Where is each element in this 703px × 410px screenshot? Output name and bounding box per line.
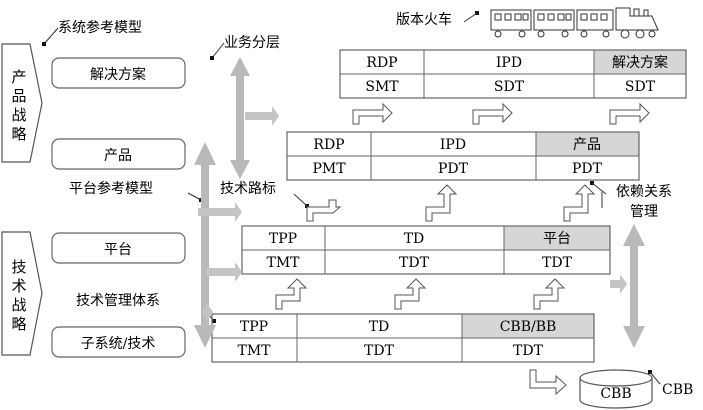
svg-text:版本火车: 版本火车 bbox=[396, 11, 452, 28]
table-cell: IPD bbox=[496, 55, 522, 71]
svg-text:产品: 产品 bbox=[104, 148, 132, 164]
svg-text:系统参考模型: 系统参考模型 bbox=[58, 19, 142, 36]
small-elbow-arrows bbox=[275, 102, 650, 396]
arrow-right bbox=[206, 262, 242, 282]
version-train-callout: 版本火车 bbox=[396, 11, 479, 28]
side-char: 战 bbox=[11, 106, 26, 124]
svg-text:CBB: CBB bbox=[662, 382, 693, 398]
elbow-arrow bbox=[425, 184, 458, 222]
table-cell: CBB/BB bbox=[500, 319, 557, 335]
side-char: 战 bbox=[11, 296, 26, 314]
elbow-arrow bbox=[352, 102, 393, 125]
table-cell: RDP bbox=[313, 137, 344, 153]
tech-strategy-chevron: 技 术 战 略 bbox=[1, 231, 43, 356]
side-char: 产 bbox=[11, 68, 26, 86]
elbow-arrow bbox=[563, 184, 596, 222]
side-char: 术 bbox=[11, 277, 26, 295]
business-layer-callout: 业务分层 bbox=[210, 35, 280, 60]
table-cell: TDT bbox=[364, 343, 395, 359]
elbow-arrow bbox=[394, 278, 427, 310]
svg-text:平台参考模型: 平台参考模型 bbox=[69, 180, 153, 197]
tech-mgmt-callout: 技术管理体系 bbox=[76, 293, 216, 323]
platform-model-callout: 平台参考模型 bbox=[69, 180, 203, 202]
solution-box: 解决方案 bbox=[51, 57, 186, 89]
table-cell: TPP bbox=[269, 231, 297, 247]
table-cell: TDT bbox=[542, 255, 573, 271]
train-icon bbox=[490, 7, 659, 39]
platform-box: 平台 bbox=[51, 232, 186, 264]
table-cell: TMT bbox=[237, 343, 271, 359]
elbow-arrow bbox=[275, 278, 308, 310]
table-cell: TDT bbox=[399, 255, 430, 271]
tier-product-table: RDP IPD 产品 PMT PDT PDT bbox=[286, 131, 640, 181]
elbow-arrow bbox=[609, 102, 650, 125]
table-cell: SDT bbox=[494, 79, 525, 95]
arrow-right bbox=[610, 274, 627, 294]
side-char: 略 bbox=[11, 315, 26, 333]
cbb-callout: CBB bbox=[648, 370, 693, 398]
product-strategy-chevron: 产 品 战 略 bbox=[1, 43, 43, 163]
table-cell: SDT bbox=[625, 79, 656, 95]
svg-text:业务分层: 业务分层 bbox=[224, 35, 280, 51]
side-char: 技 bbox=[11, 258, 26, 276]
svg-text:平台: 平台 bbox=[104, 242, 132, 258]
dependency-callout: 依赖关系 管理 bbox=[590, 181, 672, 220]
cbb-database-icon: CBB bbox=[579, 369, 653, 409]
elbow-arrow bbox=[533, 278, 566, 310]
elbow-arrow bbox=[529, 369, 567, 396]
svg-text:管理: 管理 bbox=[630, 204, 658, 220]
table-cell: PMT bbox=[312, 161, 346, 177]
table-cell: 产品 bbox=[573, 137, 601, 153]
table-cell: TMT bbox=[266, 255, 300, 271]
svg-text:技术路标: 技术路标 bbox=[220, 181, 276, 197]
table-cell: RDP bbox=[366, 55, 397, 71]
svg-text:技术管理体系: 技术管理体系 bbox=[76, 293, 160, 309]
table-cell: TDT bbox=[513, 343, 544, 359]
arrow-right bbox=[245, 106, 279, 126]
arrow-right bbox=[203, 302, 213, 322]
product-box: 产品 bbox=[51, 138, 186, 170]
table-cell: SMT bbox=[365, 79, 399, 95]
table-cell: PDT bbox=[438, 161, 469, 177]
subsystem-box: 子系统/技术 bbox=[51, 326, 186, 358]
tier-solution-table: RDP IPD 解决方案 SMT SDT SDT bbox=[339, 49, 687, 99]
side-char: 品 bbox=[11, 87, 26, 105]
dependency-arrow bbox=[623, 224, 645, 348]
svg-text:CBB: CBB bbox=[600, 386, 631, 402]
side-char: 略 bbox=[11, 125, 26, 143]
table-cell: TD bbox=[369, 319, 390, 335]
tech-roadmap-callout: 技术路标 bbox=[220, 181, 309, 208]
table-cell: TPP bbox=[240, 319, 268, 335]
elbow-arrow bbox=[472, 102, 513, 125]
table-cell: 平台 bbox=[543, 231, 571, 247]
tier-cbb-table: TPP TD CBB/BB TMT TDT TDT bbox=[211, 313, 595, 363]
table-cell: IPD bbox=[440, 137, 466, 153]
tier-platform-table: TPP TD 平台 TMT TDT TDT bbox=[241, 225, 611, 275]
horizontal-arrows bbox=[198, 106, 627, 322]
platform-tier-arrow bbox=[194, 142, 216, 348]
svg-text:子系统/技术: 子系统/技术 bbox=[81, 336, 156, 352]
table-cell: TD bbox=[404, 231, 425, 247]
table-cell: 解决方案 bbox=[612, 54, 668, 71]
system-model-callout: 系统参考模型 bbox=[42, 19, 142, 46]
elbow-arrow bbox=[306, 199, 342, 222]
arrow-right bbox=[198, 202, 242, 222]
svg-text:依赖关系: 依赖关系 bbox=[616, 184, 672, 200]
table-cell: PDT bbox=[572, 161, 603, 177]
business-layer-arrow bbox=[230, 57, 250, 179]
svg-text:解决方案: 解决方案 bbox=[90, 66, 146, 83]
